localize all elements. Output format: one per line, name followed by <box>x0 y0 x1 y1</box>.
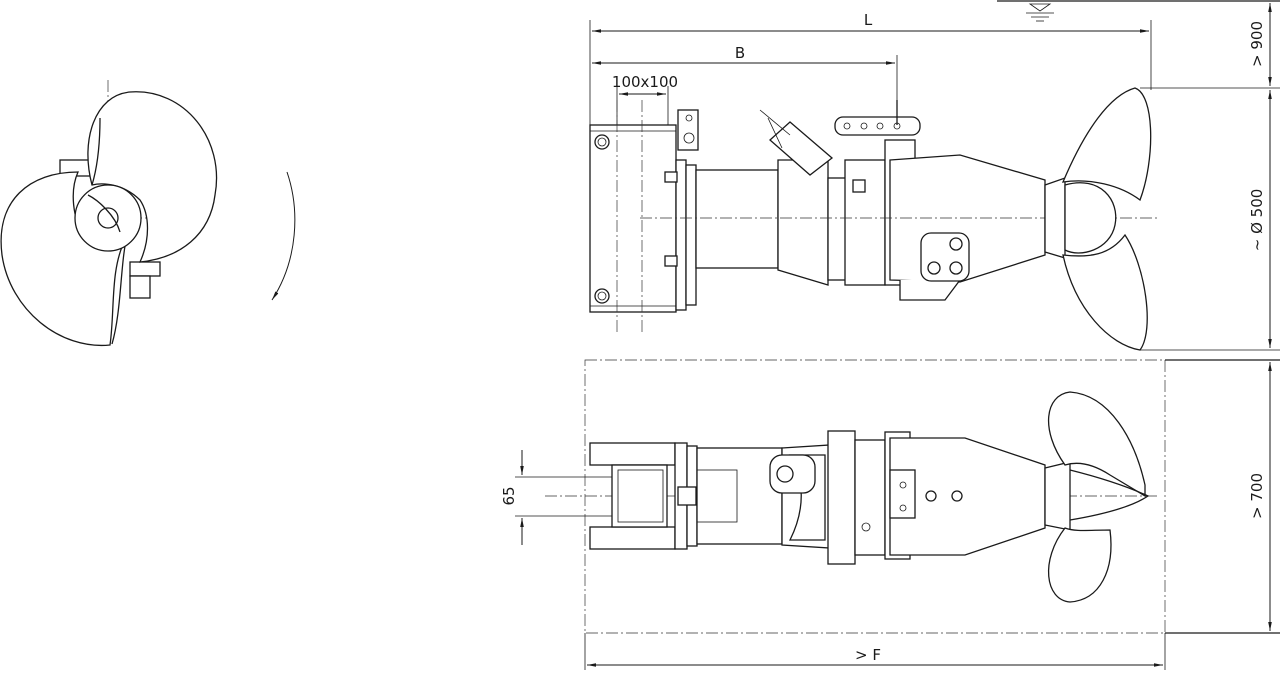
dimension-propeller-diameter: ~ Ø 500 <box>1248 189 1266 252</box>
dimension-min-submergence: > 900 <box>1248 21 1266 67</box>
dimension-mast-size: 100x100 <box>612 73 678 91</box>
propeller-front-view <box>0 80 296 347</box>
dimension-min-side-clearance: > 700 <box>1248 473 1266 519</box>
rotation-direction-arrow <box>271 171 296 301</box>
dimension-B: B <box>735 44 745 62</box>
top-view: > 700 > F 65 <box>500 359 1280 670</box>
water-level-icon <box>1026 3 1054 22</box>
dimension-mast-offset: 65 <box>500 486 518 505</box>
dimension-min-free-length: > F <box>855 646 881 664</box>
dimension-L: L <box>864 11 873 29</box>
side-view: L B 100x100 <box>589 0 1280 351</box>
